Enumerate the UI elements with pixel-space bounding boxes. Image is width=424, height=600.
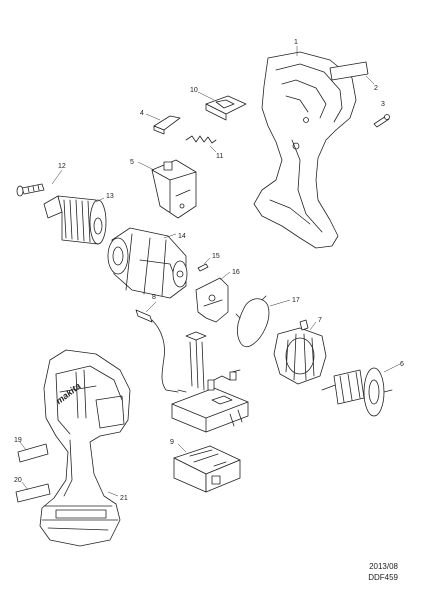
- part-2-label: [329, 61, 369, 81]
- label-10: 10: [190, 87, 198, 94]
- part-9-terminal: [173, 445, 241, 493]
- label-3: 3: [381, 101, 385, 108]
- label-14: 14: [178, 233, 186, 240]
- label-19: 19: [14, 437, 22, 444]
- label-9: 9: [170, 439, 174, 446]
- part-10-change-lever: [205, 95, 247, 121]
- label-13: 13: [106, 193, 114, 200]
- label-7: 7: [318, 317, 322, 324]
- part-5-switch: [151, 159, 197, 219]
- footer-date: 2013/08: [369, 562, 398, 571]
- label-15: 15: [212, 253, 220, 260]
- part-4-lever: [153, 115, 181, 135]
- part-1-housing: [253, 51, 357, 249]
- part-7-stator: [273, 319, 327, 385]
- part-20-label: [15, 483, 51, 503]
- footer-model: DDF459: [368, 573, 398, 582]
- label-6: 6: [400, 361, 404, 368]
- label-4: 4: [140, 110, 144, 117]
- label-1: 1: [294, 39, 298, 46]
- part-13-chuck: [43, 195, 107, 245]
- label-2: 2: [374, 85, 378, 92]
- label-17: 17: [292, 297, 300, 304]
- label-11: 11: [216, 153, 223, 160]
- label-20: 20: [14, 477, 22, 484]
- part-11-spring: [185, 135, 217, 144]
- part-3-screw: [373, 114, 390, 128]
- part-15-pin: [197, 263, 209, 272]
- controller-assembly: [171, 331, 249, 433]
- label-21: 21: [120, 495, 128, 502]
- part-12-screw: [16, 183, 45, 197]
- label-5: 5: [130, 159, 134, 166]
- part-16-plate: [195, 277, 229, 323]
- part-6-rotor: [321, 367, 393, 417]
- part-17-ring: [235, 295, 270, 348]
- part-14-gear-assembly: [107, 227, 188, 299]
- part-8-lead-wire: [135, 309, 187, 393]
- label-12: 12: [58, 163, 66, 170]
- part-19-label: [17, 443, 49, 463]
- label-8: 8: [152, 294, 156, 301]
- label-16: 16: [232, 269, 240, 276]
- drill-body: [39, 349, 131, 547]
